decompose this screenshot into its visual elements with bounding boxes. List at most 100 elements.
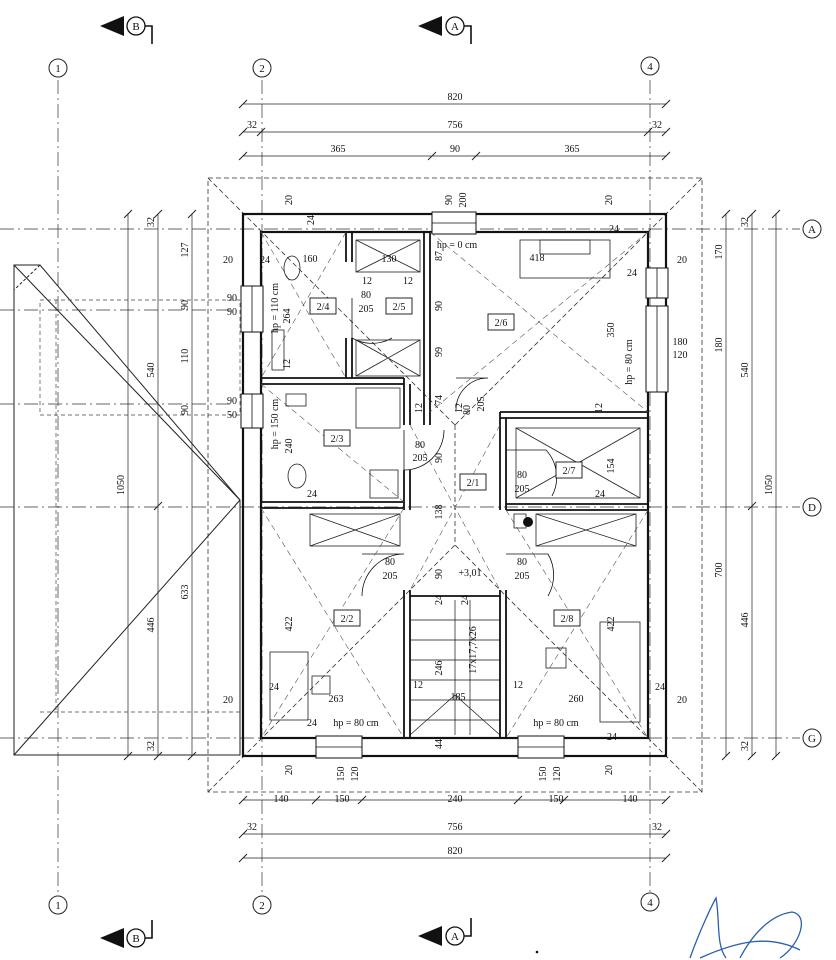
dim-left-127: 127 xyxy=(180,243,191,258)
axis-label-2-bottom: 2 xyxy=(259,900,265,912)
dim-right-540: 540 xyxy=(740,363,751,378)
dim-12-h: 12 xyxy=(513,680,523,691)
dim-top-365-right: 365 xyxy=(565,144,580,155)
dim-top-20-right: 20 xyxy=(604,195,615,205)
dim-44: 44 xyxy=(434,739,445,749)
door-swings xyxy=(351,298,558,597)
room-label-2-6: 2/6 xyxy=(495,318,508,329)
dim-185: 185 xyxy=(451,692,466,703)
dim-top-90: 90 xyxy=(450,144,460,155)
section-marker-a-top xyxy=(418,16,472,44)
dim-24-f: 24 xyxy=(595,489,605,500)
door-2-5-w: 80 xyxy=(361,290,371,301)
windows xyxy=(240,211,669,759)
dim-24-d: 24 xyxy=(627,268,637,279)
dim-90-hall-b: 90 xyxy=(434,453,445,463)
dim-left-633: 633 xyxy=(180,585,191,600)
dim-right-32-bottom: 32 xyxy=(740,741,751,751)
axis-label-1-top: 1 xyxy=(55,63,61,75)
roof-outline xyxy=(13,264,241,756)
roof-hidden-lines xyxy=(39,299,241,713)
dim-154: 154 xyxy=(606,459,617,474)
door-2-6-w: 80 xyxy=(462,405,473,415)
door-2-7-w: 80 xyxy=(517,470,527,481)
dim-left-1050: 1050 xyxy=(116,475,127,495)
stair-spec: 17x17,7x26 xyxy=(468,626,479,674)
door-2-3-w: 80 xyxy=(415,440,425,451)
dim-74: 74 xyxy=(434,395,445,405)
chimney-marker xyxy=(523,517,533,527)
dim-12-c: 12 xyxy=(282,359,293,369)
axis-label-1-bottom: 1 xyxy=(55,900,61,912)
dim-win-bl-120: 120 xyxy=(350,767,361,782)
axis-bubbles xyxy=(48,56,822,915)
dim-138: 138 xyxy=(434,505,445,520)
staircase xyxy=(409,600,501,736)
dim-right-20-top: 20 xyxy=(677,255,687,266)
dim-left-446: 446 xyxy=(146,618,157,633)
room-label-boxes xyxy=(309,297,583,627)
door-2-3-h: 205 xyxy=(413,453,428,464)
sill-height-2-3: hp = 150 cm xyxy=(270,399,281,450)
dim-win-br-120: 120 xyxy=(552,767,563,782)
door-2-8-h: 205 xyxy=(515,571,530,582)
window-glazing xyxy=(251,222,658,748)
dim-24-g: 24 xyxy=(434,595,445,605)
room-label-2-5: 2/5 xyxy=(393,302,406,313)
dim-87: 87 xyxy=(434,251,445,261)
dim-win-top-90: 90 xyxy=(444,195,455,205)
dim-bottom-140-left: 140 xyxy=(274,794,289,805)
sill-height-2-4: hp = 110 cm xyxy=(270,283,281,333)
room-label-2-2: 2/2 xyxy=(341,614,354,625)
room-label-2-8: 2/8 xyxy=(561,614,574,625)
dim-bottom-total: 820 xyxy=(448,846,463,857)
dim-bottom-150-left: 150 xyxy=(335,794,350,805)
dim-bottom-wall-left: 32 xyxy=(247,822,257,833)
dim-264: 264 xyxy=(282,309,293,324)
dim-top-wall-right: 32 xyxy=(652,120,662,131)
axis-label-a: A xyxy=(808,224,816,236)
dim-right-32-top: 32 xyxy=(740,217,751,227)
dim-350: 350 xyxy=(606,323,617,338)
level-mark: +3,01 xyxy=(458,568,481,579)
sill-height-2-6-right: hp = 80 cm xyxy=(624,339,635,385)
sill-height-2-6-top: hp = 0 cm xyxy=(437,240,478,251)
eaves-outline xyxy=(207,177,703,793)
dim-left-110: 110 xyxy=(180,349,191,364)
dim-24-b: 24 xyxy=(306,215,317,225)
dim-12-f: 12 xyxy=(594,403,605,413)
dim-left-90-b: 90 xyxy=(180,405,191,415)
sill-height-2-8: hp = 80 cm xyxy=(533,718,579,729)
dim-24-i: 24 xyxy=(269,682,279,693)
dim-422-left: 422 xyxy=(284,617,295,632)
sill-height-2-2: hp = 80 cm xyxy=(333,718,379,729)
dim-win-top-200: 200 xyxy=(458,193,469,208)
dim-24-a: 24 xyxy=(260,255,270,266)
section-label-b-top: B xyxy=(132,21,139,33)
dim-bottom-140-right: 140 xyxy=(623,794,638,805)
dim-24-l: 24 xyxy=(607,732,617,743)
axis-label-2-top: 2 xyxy=(259,63,265,75)
dim-422-right: 422 xyxy=(606,617,617,632)
room-label-2-4: 2/4 xyxy=(317,302,330,313)
dim-260: 260 xyxy=(569,694,584,705)
door-2-6-h: 205 xyxy=(476,397,487,412)
dim-24-k: 24 xyxy=(307,718,317,729)
dim-win-90-b: 90 xyxy=(227,307,237,318)
dim-right-20-bottom: 20 xyxy=(677,695,687,706)
dim-12-b: 12 xyxy=(403,276,413,287)
dim-bottom-20-right: 20 xyxy=(604,765,615,775)
internal-walls xyxy=(261,232,648,738)
dim-win-50: 50 xyxy=(227,410,237,421)
dimension-ticks xyxy=(123,99,781,863)
dim-top-20-left: 20 xyxy=(284,195,295,205)
dot-mark xyxy=(535,950,539,954)
dim-top-total: 820 xyxy=(448,92,463,103)
dim-top-365-left: 365 xyxy=(331,144,346,155)
dim-bottom-150-right: 150 xyxy=(549,794,564,805)
dim-418: 418 xyxy=(530,253,545,264)
dim-160: 160 xyxy=(303,254,318,265)
dim-bottom-20-left: 20 xyxy=(284,765,295,775)
axis-label-g: G xyxy=(808,733,816,745)
